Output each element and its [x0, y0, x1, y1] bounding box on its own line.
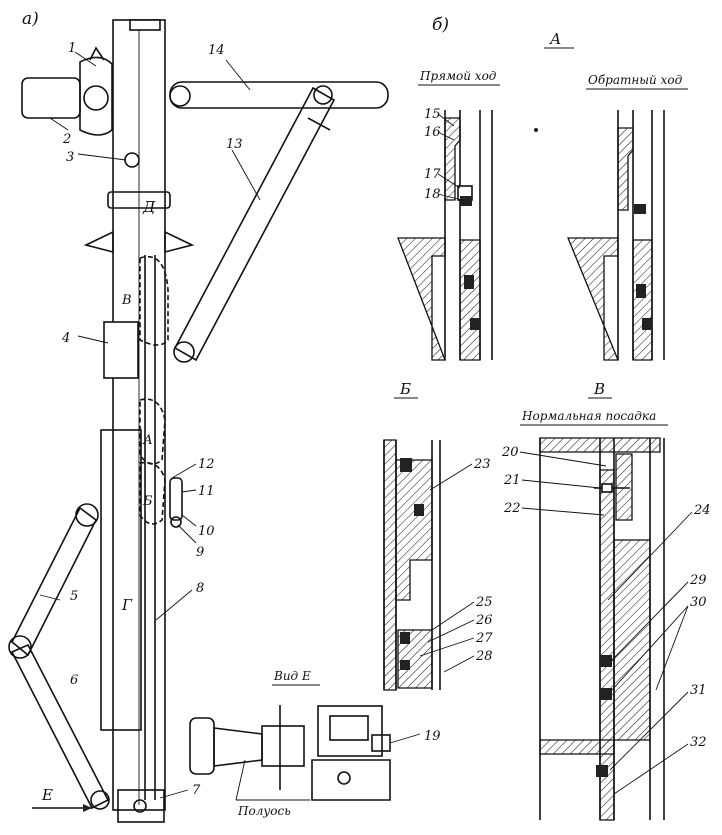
section-a-label: А [142, 433, 153, 448]
view-a-label: а) [22, 9, 39, 29]
detail-a-title: А [549, 30, 561, 48]
view-b-label: б) [432, 15, 449, 35]
lower-torque-link [10, 643, 110, 810]
detail-a-reverse-section [567, 110, 665, 361]
trunnion-axle [21, 77, 81, 119]
section-b-label: Б [142, 494, 153, 509]
callout-32: 32 [690, 735, 707, 750]
section-d-label: Д [142, 198, 156, 216]
callout-9: 9 [196, 545, 204, 560]
detail-v-section: 20 21 22 24 29 30 31 32 [501, 437, 711, 821]
detail-a-forward-section: 15 16 17 18 [397, 107, 493, 361]
callout-26: 26 [475, 613, 493, 628]
callout-10: 10 [198, 524, 215, 539]
callout-23: 23 [473, 457, 491, 472]
callout-14: 14 [208, 43, 225, 58]
detail-a-reverse: Обратный ход [588, 73, 683, 87]
view-e-axle-label: Полуось [237, 804, 291, 818]
view-e-axle: 19 Полуось [189, 705, 441, 818]
callout-16: 16 [424, 125, 441, 140]
callout-27: 27 [475, 631, 493, 646]
callout-15: 15 [424, 107, 441, 122]
detail-a-forward: Прямой ход [419, 69, 497, 83]
callout-19: 19 [424, 729, 441, 744]
callout-24: 24 [693, 503, 711, 518]
detail-b-section: 23 25 26 27 28 [383, 439, 493, 691]
detail-v-caption: Нормальная посадка [521, 409, 656, 423]
callout-13: 13 [226, 137, 243, 152]
callout-2: 2 [62, 132, 71, 147]
side-brace-14 [169, 81, 389, 109]
callout-17: 17 [424, 167, 441, 182]
callout-8: 8 [196, 581, 204, 596]
section-g-label: Г [121, 596, 133, 614]
callout-28: 28 [475, 649, 493, 664]
detail-b-title: Б [399, 380, 411, 398]
view-e-title: Вид Е [273, 669, 311, 683]
main-strut-view [8, 19, 389, 823]
callout-21: 21 [503, 473, 521, 488]
upper-torque-link [10, 506, 98, 657]
callout-6: 6 [70, 673, 78, 688]
detail-v-title: В [593, 380, 605, 398]
callout-3: 3 [66, 150, 74, 165]
callout-20: 20 [501, 445, 519, 460]
callout-25: 25 [475, 595, 493, 610]
callout-30: 30 [690, 595, 707, 610]
callout-18: 18 [424, 187, 441, 202]
callout-7: 7 [192, 783, 201, 798]
callout-11: 11 [198, 484, 215, 499]
section-v-label: В [121, 293, 132, 308]
callout-31: 31 [690, 683, 707, 698]
callout-22: 22 [503, 501, 521, 516]
diagonal-brace-13 [173, 86, 336, 362]
callouts-view-a: 1 2 3 4 5 6 7 8 9 10 11 12 13 14 [39, 41, 261, 799]
callout-4: 4 [61, 331, 70, 346]
section-e-label: Е [41, 786, 53, 804]
callout-12: 12 [198, 457, 215, 472]
callout-5: 5 [70, 589, 78, 604]
callout-1: 1 [68, 41, 76, 56]
callout-29: 29 [689, 573, 707, 588]
